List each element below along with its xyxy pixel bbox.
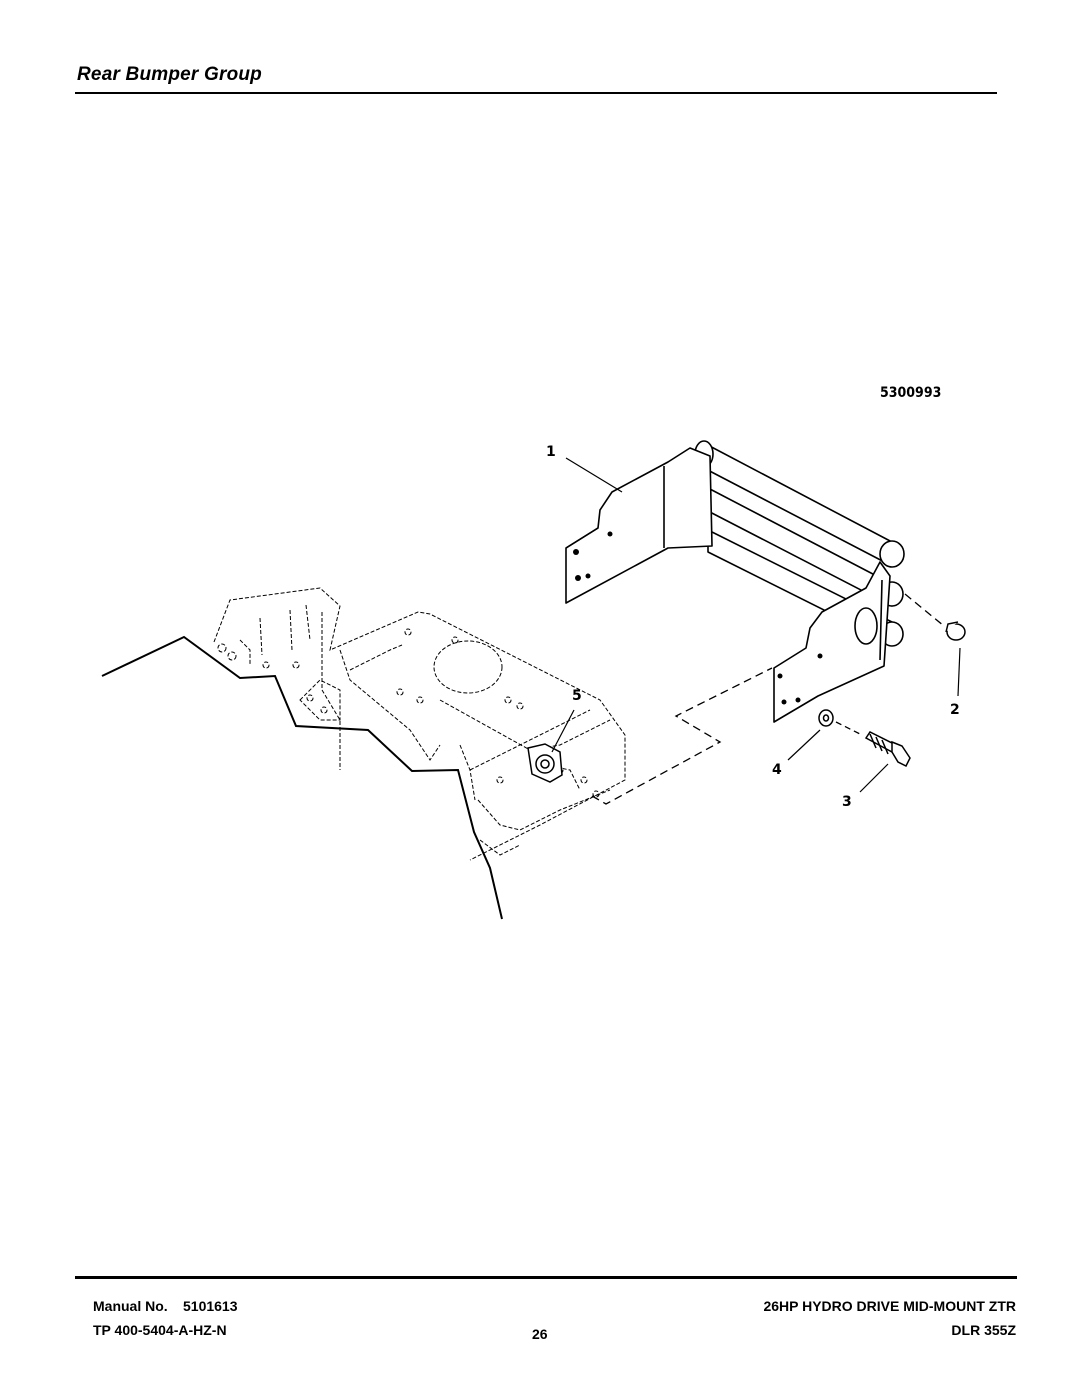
footer-divider bbox=[75, 1276, 1017, 1279]
tp-number: TP 400-5404-A-HZ-N bbox=[93, 1322, 227, 1338]
page-title: Rear Bumper Group bbox=[77, 64, 262, 85]
hex-bolt bbox=[864, 731, 911, 768]
manual-label: Manual No. bbox=[93, 1298, 168, 1314]
callout-4: 4 bbox=[772, 762, 782, 778]
title-divider bbox=[75, 92, 997, 94]
callout-3: 3 bbox=[842, 794, 852, 810]
flange-nut bbox=[527, 743, 563, 783]
model-number: DLR 355Z bbox=[951, 1322, 1016, 1338]
product-name: 26HP HYDRO DRIVE MID-MOUNT ZTR bbox=[763, 1298, 1016, 1314]
washer-dash-line bbox=[835, 721, 863, 736]
drawing-number: 5300993 bbox=[880, 385, 942, 401]
flat-washer bbox=[818, 709, 834, 727]
mower-frame bbox=[213, 587, 626, 861]
page-number: 26 bbox=[532, 1326, 548, 1342]
callout-leaders bbox=[551, 457, 961, 793]
rear-bumper bbox=[565, 440, 905, 723]
callout-1: 1 bbox=[546, 444, 556, 460]
assembly-dash-line bbox=[591, 667, 773, 805]
frame-break-line bbox=[101, 635, 503, 920]
plug-dash-line bbox=[904, 593, 945, 627]
tube-plug bbox=[945, 621, 966, 641]
callout-2: 2 bbox=[950, 702, 960, 718]
manual-number: 5101613 bbox=[183, 1298, 238, 1314]
callout-5: 5 bbox=[572, 688, 582, 704]
bracket-holes bbox=[573, 531, 823, 705]
